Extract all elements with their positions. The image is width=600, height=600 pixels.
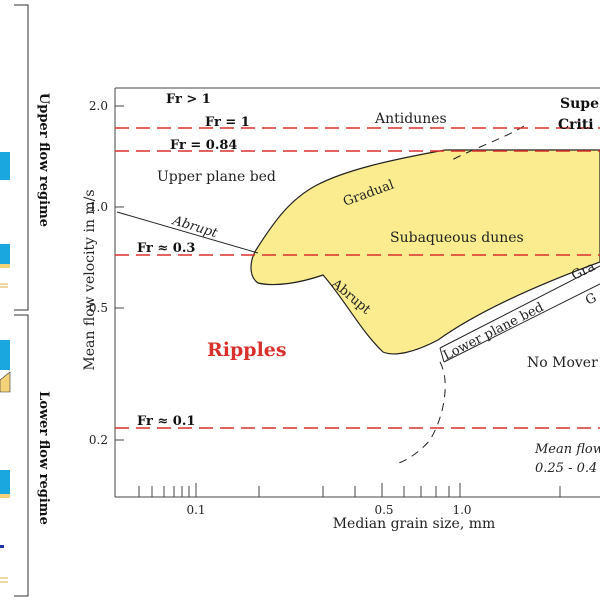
lower-regime-label: Lower flow regime [36,391,51,525]
movement-threshold-dashed-boundary [394,361,446,465]
bedform-thumb-2-sand [0,264,10,268]
froude-084-label: Fr = 0.84 [170,138,237,153]
x-tick-0-1: 0.1 [186,503,205,517]
abrupt-upper-label: Abrupt [170,213,220,241]
mean-flow-label-line2: 0.25 - 0.4 [535,461,597,476]
subaqueous-dunes-field [250,149,600,355]
subaqueous-dunes-label: Subaqueous dunes [390,230,524,246]
supercritical-label-line2: Criti [558,117,594,133]
froude-gt-1-label: Fr > 1 [166,92,211,107]
regime-panel: Upper flow regime Lower flow regime [0,4,51,597]
ripples-label: Ripples [207,339,287,361]
x-tick-0-5: 0.5 [374,503,393,517]
y-tick-0-5: 0.5 [89,301,108,315]
y-tick-1-0: 1.0 [89,200,108,214]
bedform-thumb-3 [0,340,10,370]
plot-area: 2.0 1.0 0.5 0.2 0.1 0.5 1.0 Med [82,87,600,532]
froude-lines [115,127,600,429]
froude-eq-1-label: Fr = 1 [205,115,250,130]
supercritical-dashed-boundary [451,125,525,161]
froude-03-label: Fr ≈ 0.3 [137,241,195,256]
upper-plane-bed-label: Upper plane bed [157,169,276,185]
boundaries [116,211,600,363]
abrupt-boundary-upper [116,211,259,254]
x-tick-1-0: 1.0 [452,503,471,517]
y-tick-0-2: 0.2 [89,433,108,447]
froude-01-label: Fr ≈ 0.1 [137,414,195,429]
upper-regime-bracket [14,4,29,311]
y-axis-label: Mean flow velocity in m/s [82,189,98,370]
lower-regime-bracket [14,314,29,597]
g-right-label: G [583,291,599,309]
supercritical-label-line1: Supe [560,96,599,112]
antidunes-label: Antidunes [374,111,447,127]
bedform-thumb-1 [0,152,10,180]
upper-regime-label: Upper flow regime [36,93,51,227]
x-axis-label: Median grain size, mm [333,516,496,532]
lower-plane-bed-boundary-lower [443,283,600,363]
mean-flow-label-line1: Mean flow [534,442,600,457]
bedform-thumb-3-sand [0,371,11,393]
bedform-thumb-5 [0,545,4,548]
bedform-thumb-4 [0,470,10,494]
bedform-thumb-2 [0,244,10,264]
y-tick-2-0: 2.0 [89,99,108,113]
x-ticks [138,483,561,497]
no-movement-label: No Mover [527,355,598,371]
lower-plane-bed-boundary-upper [439,265,600,349]
